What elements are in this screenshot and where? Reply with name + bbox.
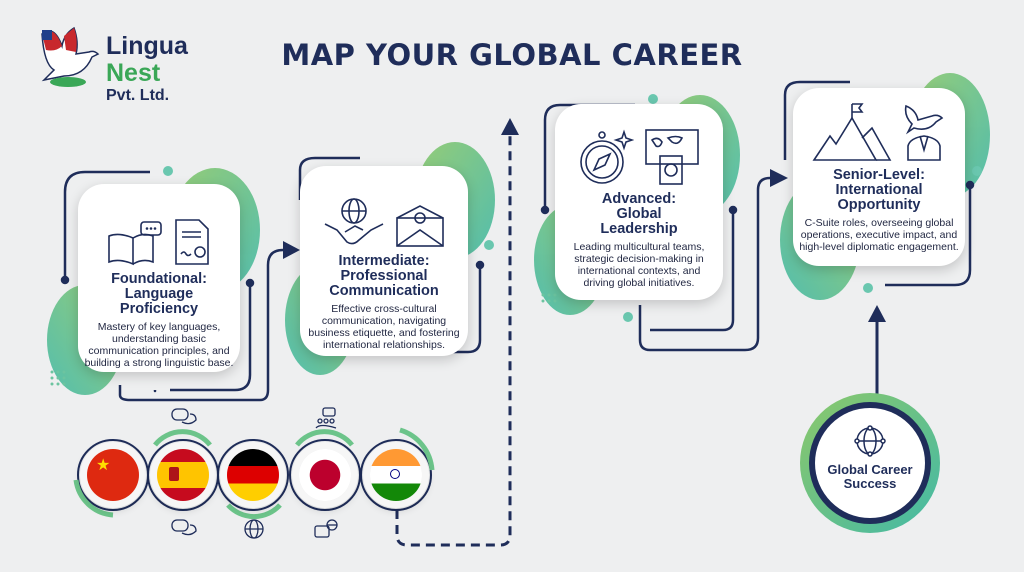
stage-title-line: Intermediate: [338, 253, 430, 269]
flag-spain [157, 449, 209, 501]
network-globe-icon [854, 425, 886, 457]
chakra-icon [390, 469, 400, 479]
stage-description: Leading multicultural teams, strategic d… [573, 241, 705, 289]
world-map-podium-icon [645, 129, 699, 185]
logo-name-line3: Pvt. Ltd. [106, 87, 170, 104]
star-icon: ★ [96, 457, 111, 474]
goal-label-line1: Global Career [827, 462, 913, 477]
stage-title-line: Leadership [600, 221, 678, 237]
stage-title-line: Opportunity [837, 197, 921, 213]
flag-germany [227, 449, 279, 501]
chat-dots-icon [171, 519, 197, 536]
stage-title-line: Communication [329, 283, 439, 299]
logo-name-line2: Nest [106, 59, 161, 87]
stage-title-line: Professional [340, 268, 428, 284]
stage-description: Mastery of key languages, understanding … [84, 321, 234, 369]
chat-bubbles-icon [171, 408, 197, 425]
path-connectors [60, 80, 975, 402]
logo-name-line1: Lingua [106, 32, 188, 60]
globe-handshake-icon [324, 198, 384, 245]
stage-title-line: Senior-Level: [833, 167, 925, 183]
email-envelope-icon [396, 205, 444, 247]
dot-pattern [50, 293, 557, 386]
flag-china: ★ [87, 449, 139, 501]
coat-of-arms-icon [169, 467, 179, 481]
stage-title-line: Language [124, 286, 194, 302]
stage-title-line: International [835, 182, 923, 198]
certificate-icon [175, 219, 209, 265]
flag-japan [299, 449, 351, 501]
stage-title-line: Global [616, 206, 662, 222]
group-meeting-icon [315, 407, 337, 429]
chat-globe-icon [314, 519, 338, 538]
goal-global-career-success: Global Career Success [818, 412, 922, 516]
flag-accent-arcs [73, 427, 435, 520]
globe-icon [244, 519, 264, 539]
arrowheads [283, 118, 886, 322]
stage-title-line: Proficiency [119, 301, 199, 317]
flag-india [370, 449, 422, 501]
open-book-chat-icon [108, 221, 162, 266]
stage-description: Effective cross-cultural communication, … [308, 303, 460, 351]
logo-dove-icon [41, 26, 100, 87]
flag-rings [77, 439, 432, 511]
dove-executive-icon [904, 104, 944, 161]
mountain-flag-icon [812, 103, 892, 161]
stage-title-line: Advanced: [601, 191, 677, 207]
stage-title-line: Foundational: [111, 271, 207, 287]
page-title: MAP YOUR GLOBAL CAREER [281, 38, 743, 72]
stage-description: C-Suite roles, overseeing global operati… [799, 217, 959, 253]
goal-label-line2: Success [843, 476, 897, 491]
compass-icon [580, 129, 634, 184]
